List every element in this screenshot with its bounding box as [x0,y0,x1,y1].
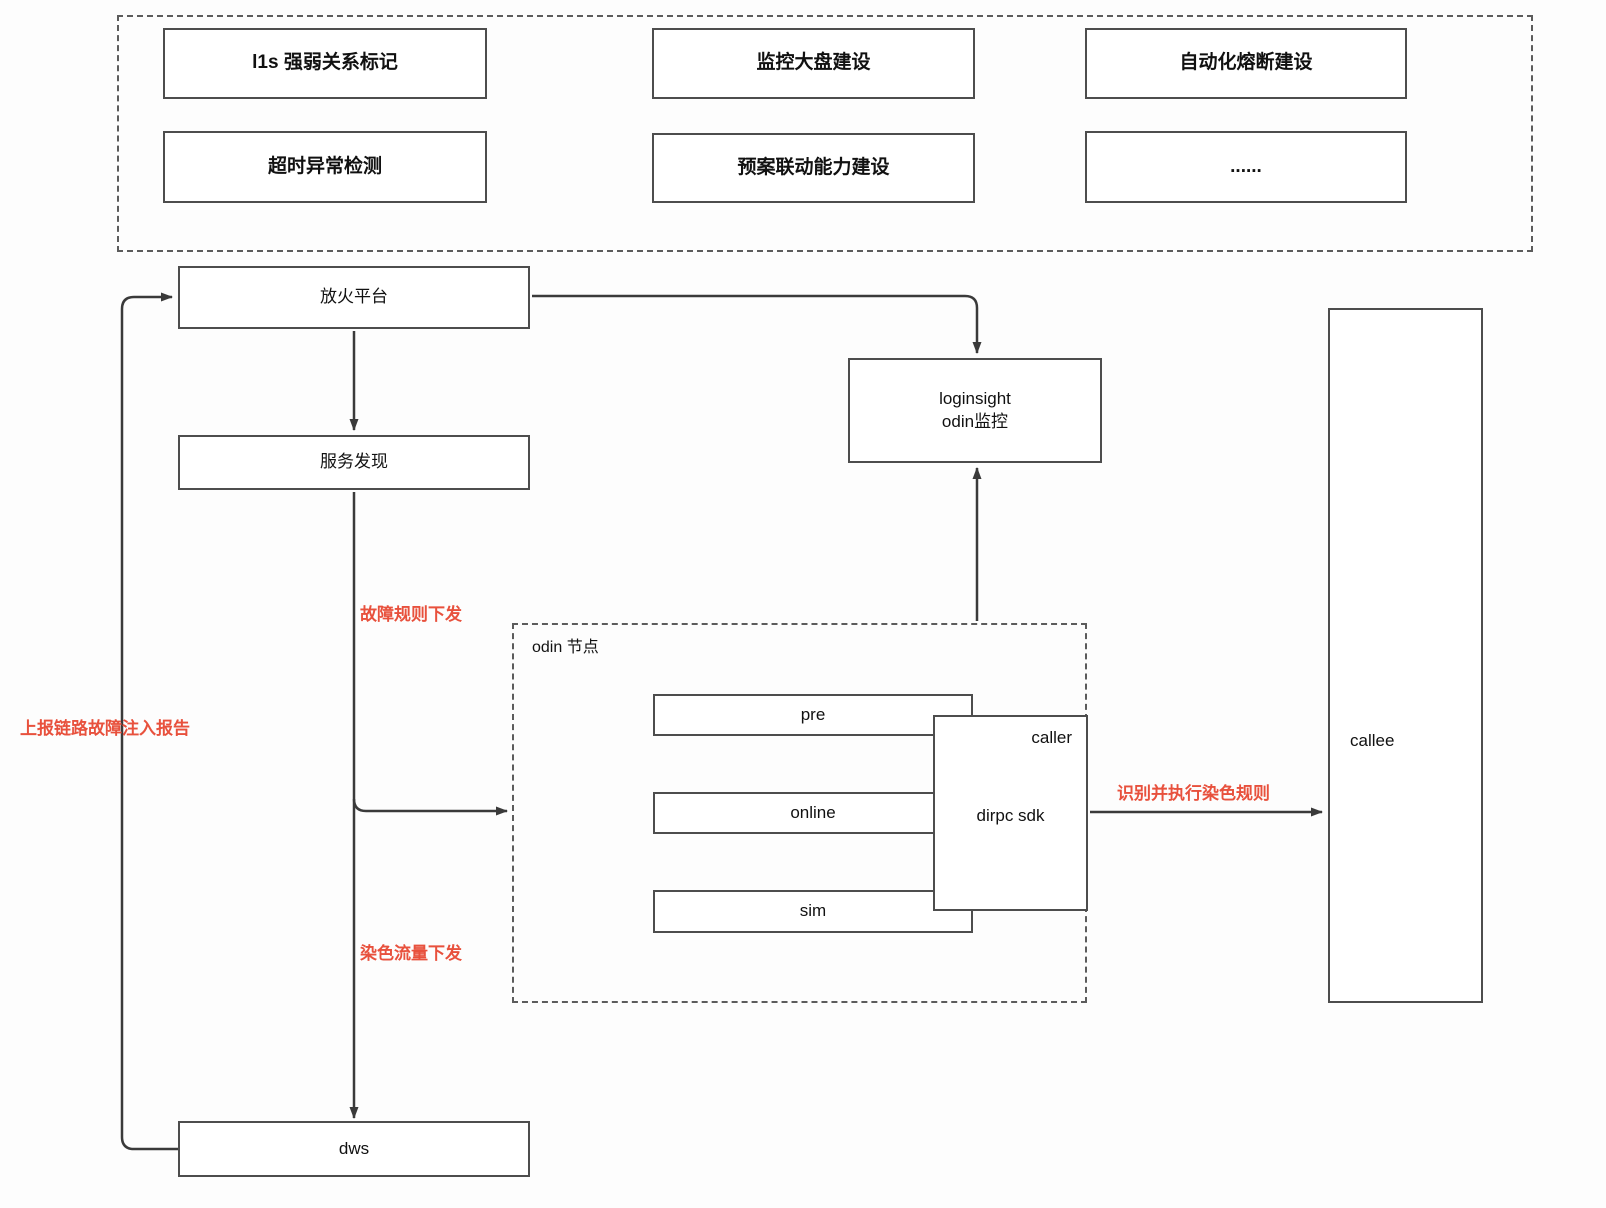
node-label: dws [338,1138,370,1158]
node-caller: caller dirpc sdk [933,715,1088,911]
edge-fire-to-loginsight [532,294,982,354]
node-label: 服务发现 [320,452,388,472]
capability-box-l1s-marking: l1s 强弱关系标记 [163,28,487,99]
callee-label: callee [1350,731,1395,750]
node-label: 放火平台 [320,287,388,307]
node-label: sim [799,901,827,921]
capability-label: ...... [1230,155,1262,177]
edge-label-apply-dye-rules: 识别并执行染色规则 [1117,784,1270,803]
node-dws: dws [178,1121,530,1177]
capability-label: 自动化熔断建设 [1179,52,1313,74]
capability-label: l1s 强弱关系标记 [252,52,398,74]
capability-label: 监控大盘建设 [756,52,871,74]
edge-branch-to-odin [352,798,508,816]
node-callee: callee [1328,308,1483,1003]
capability-label: 超时异常检测 [267,155,382,177]
edge-label-report-fault-injection: 上报链路故障注入报告 [20,719,190,738]
edge-label-fault-rule-dispatch: 故障规则下发 [360,605,462,624]
capability-label: 预案联动能力建设 [737,156,890,178]
node-label-line2: odin监控 [941,411,1009,431]
capability-box-more: ...... [1085,131,1407,203]
edge-dws-to-fire-loop [120,292,180,1151]
caller-label: caller [1031,728,1072,747]
node-label: online [790,802,836,822]
edge-label-dye-traffic-dispatch: 染色流量下发 [360,944,462,963]
node-fire-platform: 放火平台 [178,266,530,329]
dirpc-sdk-label: dirpc sdk [976,806,1045,825]
node-env-online: online [653,792,973,834]
node-label: pre [800,704,826,724]
node-label-line1: loginsight [939,389,1011,409]
node-env-sim: sim [653,890,973,933]
node-service-discovery: 服务发现 [178,435,530,490]
node-loginsight-odin-monitor: loginsight odin监控 [848,358,1102,463]
odin-cluster-label: odin 节点 [532,639,599,656]
capability-box-timeout-detect: 超时异常检测 [163,131,487,203]
capability-box-monitor-dashboard: 监控大盘建设 [652,28,975,99]
capability-box-plan-linkage: 预案联动能力建设 [652,133,975,203]
capability-box-auto-circuit-break: 自动化熔断建设 [1085,28,1407,99]
capability-panel [117,15,1533,252]
node-env-pre: pre [653,694,973,736]
